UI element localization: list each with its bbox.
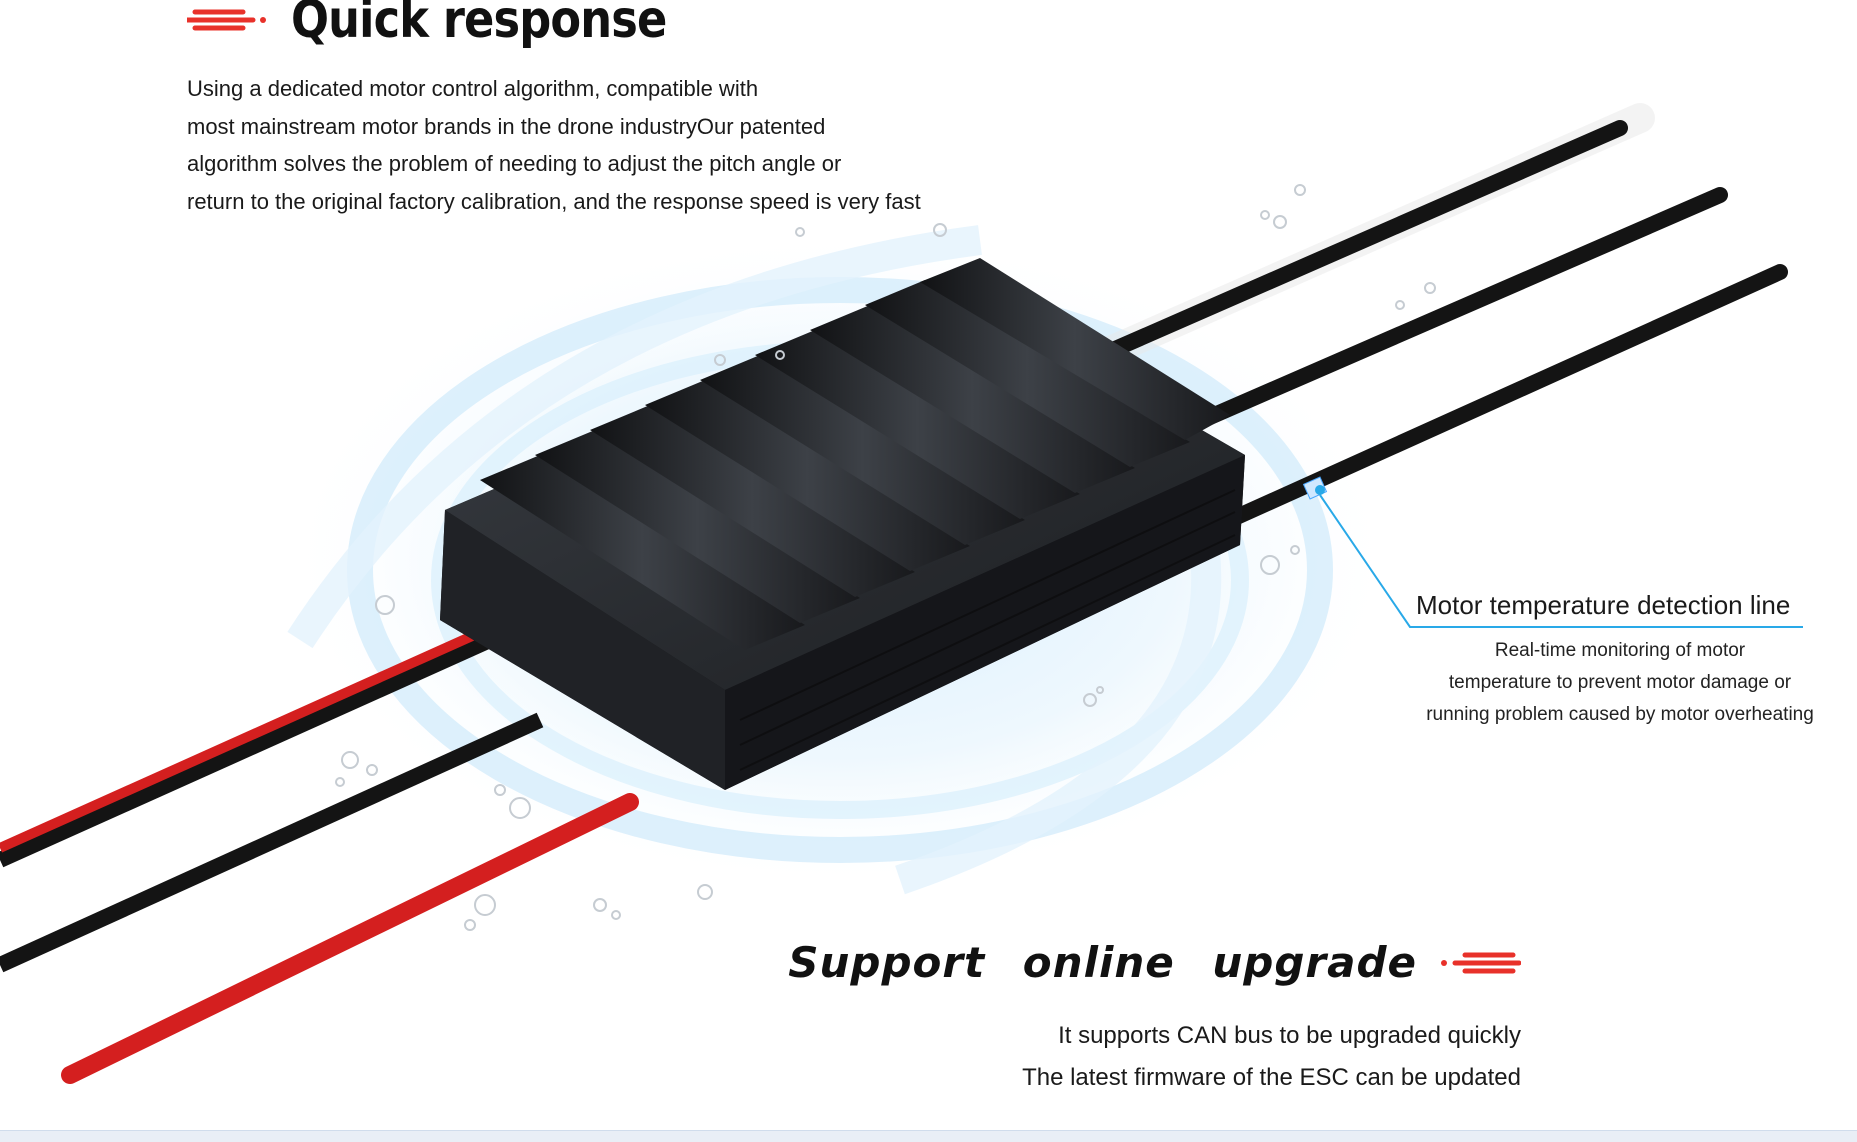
quick-response-description: Using a dedicated motor control algorith… (187, 70, 987, 220)
page-bottom-edge (0, 1130, 1857, 1142)
description-line: most mainstream motor brands in the dron… (187, 113, 826, 139)
description-line: Real-time monitoring of motor (1494, 640, 1746, 661)
temperature-callout: Motor temperature detection line Real-ti… (1400, 590, 1840, 731)
description-line: Using a dedicated motor control algorith… (187, 76, 759, 101)
esc-heatsink-box (440, 258, 1245, 790)
left-cables (0, 623, 639, 1084)
description-line: The latest firmware of the ESC can be up… (1022, 1064, 1521, 1091)
right-cables (1075, 103, 1788, 528)
online-upgrade-heading: Support online upgrade (788, 942, 1521, 984)
online-upgrade-description: It supports CAN bus to be upgraded quick… (1022, 1015, 1521, 1099)
quick-response-title: Quick response (291, 0, 667, 50)
online-upgrade-title: Support online upgrade (788, 938, 1417, 987)
temperature-callout-line (1319, 494, 1803, 628)
description-line: temperature to prevent motor damage or (1448, 672, 1792, 693)
callout-dot (1315, 485, 1325, 495)
speed-lines-icon (187, 9, 266, 31)
quick-response-heading: Quick response (187, 0, 728, 46)
temperature-callout-description: Real-time monitoring of motor temperatur… (1400, 635, 1840, 731)
description-line: running problem caused by motor overheat… (1426, 704, 1814, 725)
description-line: return to the original factory calibrati… (187, 188, 921, 214)
speed-lines-icon (1441, 952, 1521, 974)
water-droplets (335, 184, 1436, 931)
description-line: It supports CAN bus to be upgraded quick… (1058, 1022, 1521, 1049)
temperature-callout-title: Motor temperature detection line (1416, 590, 1791, 620)
description-line: algorithm solves the problem of needing … (187, 151, 842, 176)
